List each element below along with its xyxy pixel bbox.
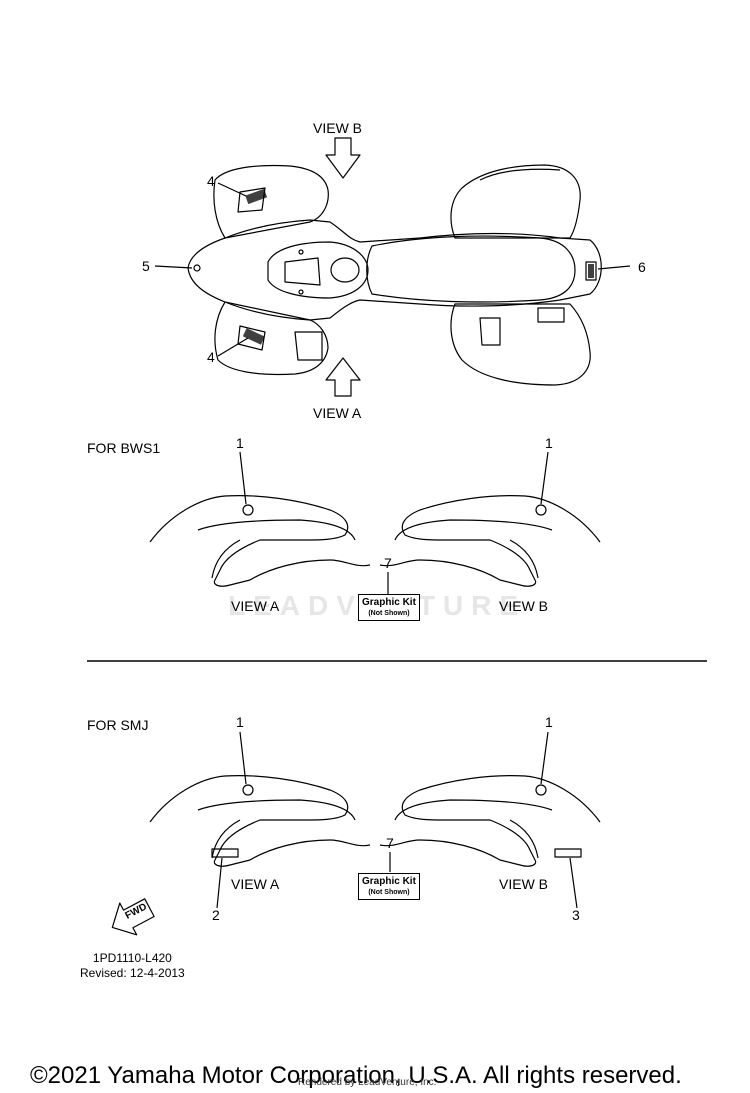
graphic-kit-title: Graphic Kit [362, 597, 416, 608]
callout-7-smj: 7 [386, 835, 394, 851]
smj-view-b-label: VIEW B [499, 876, 549, 892]
callout-7-bws1: 7 [384, 555, 392, 571]
rendered-by: Rendered by LeadVenture, Inc. [298, 1077, 437, 1088]
view-a-label: VIEW A [313, 405, 362, 421]
callout-1-smj-b: 1 [545, 714, 553, 730]
section-title-smj: FOR SMJ [87, 717, 149, 733]
callout-4-lower: 4 [207, 349, 215, 365]
part-number-block: 1PD1110-L420 Revised: 12-4-2013 [80, 951, 185, 981]
bws1-view-a-fender [149, 495, 371, 587]
graphic-kit-box-bws1: Graphic Kit (Not Shown) [358, 594, 420, 621]
smj-view-a-label: VIEW A [231, 876, 280, 892]
smj-view-a-fender [149, 775, 371, 867]
part-number: 1PD1110-L420 [92, 951, 172, 965]
smj-view-b-fender [379, 775, 601, 867]
view-b-label: VIEW B [313, 120, 363, 136]
revised-date: Revised: 12-4-2013 [80, 966, 185, 980]
callout-3: 3 [572, 907, 580, 923]
copyright-notice: ©2021 Yamaha Motor Corporation, U.S.A. A… [30, 1062, 682, 1089]
callout-5: 5 [142, 258, 150, 274]
section-title-bws1: FOR BWS1 [87, 440, 161, 456]
graphic-kit-box-smj: Graphic Kit (Not Shown) [358, 873, 420, 900]
callout-2: 2 [212, 907, 220, 923]
graphic-kit-title: Graphic Kit [362, 876, 416, 887]
bws1-view-b-fender [379, 495, 601, 587]
atv-top-view [187, 137, 602, 397]
graphic-kit-note: (Not Shown) [368, 610, 410, 617]
callout-1-bws1-b: 1 [545, 435, 553, 451]
callout-1-smj-a: 1 [236, 714, 244, 730]
view-a-arrow-icon [325, 357, 361, 397]
bws1-view-a-label: VIEW A [231, 598, 280, 614]
graphic-kit-note: (Not Shown) [368, 889, 410, 896]
callout-4-upper: 4 [207, 173, 215, 189]
callout-1-bws1-a: 1 [236, 435, 244, 451]
bws1-view-b-label: VIEW B [499, 598, 549, 614]
callout-6: 6 [638, 259, 646, 275]
view-b-arrow-icon [325, 137, 361, 179]
fwd-arrow-icon [111, 898, 155, 936]
